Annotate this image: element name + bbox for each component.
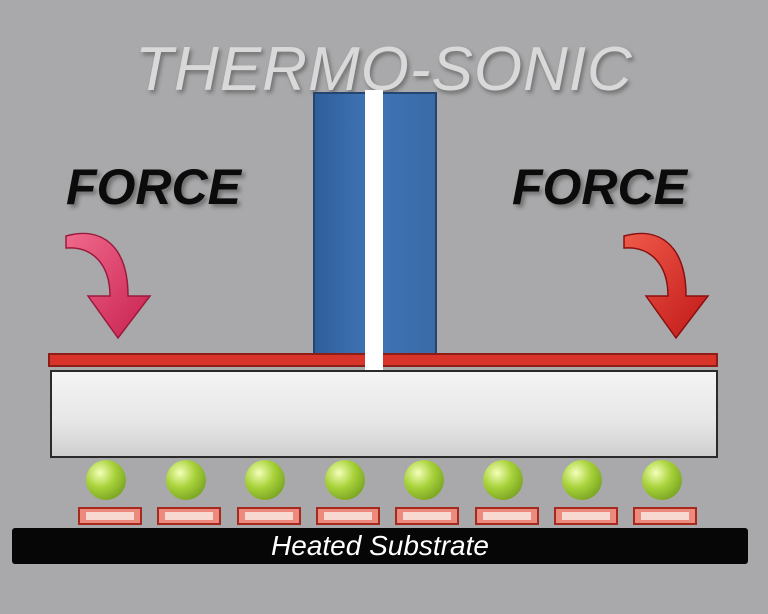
solder-ball (562, 460, 602, 500)
solder-ball (86, 460, 126, 500)
solder-ball (404, 460, 444, 500)
solder-ball (642, 460, 682, 500)
bond-pad (316, 507, 380, 525)
bond-pad (237, 507, 301, 525)
force-label-right: FORCE (512, 159, 687, 215)
bond-pad (78, 507, 142, 525)
solder-ball (483, 460, 523, 500)
red-layer (48, 353, 718, 367)
bond-pad (475, 507, 539, 525)
solder-ball (245, 460, 285, 500)
curved-down-arrow-icon (65, 232, 152, 340)
bond-pad (554, 507, 618, 525)
solder-ball (325, 460, 365, 500)
chip-die (50, 370, 718, 458)
curved-down-arrow-icon (623, 232, 710, 340)
bond-wire (365, 90, 383, 370)
solder-ball (166, 460, 206, 500)
bond-pad (395, 507, 459, 525)
force-label-left: FORCE (66, 159, 241, 215)
bond-pad (157, 507, 221, 525)
heated-substrate: Heated Substrate (12, 528, 748, 564)
bond-pad (633, 507, 697, 525)
